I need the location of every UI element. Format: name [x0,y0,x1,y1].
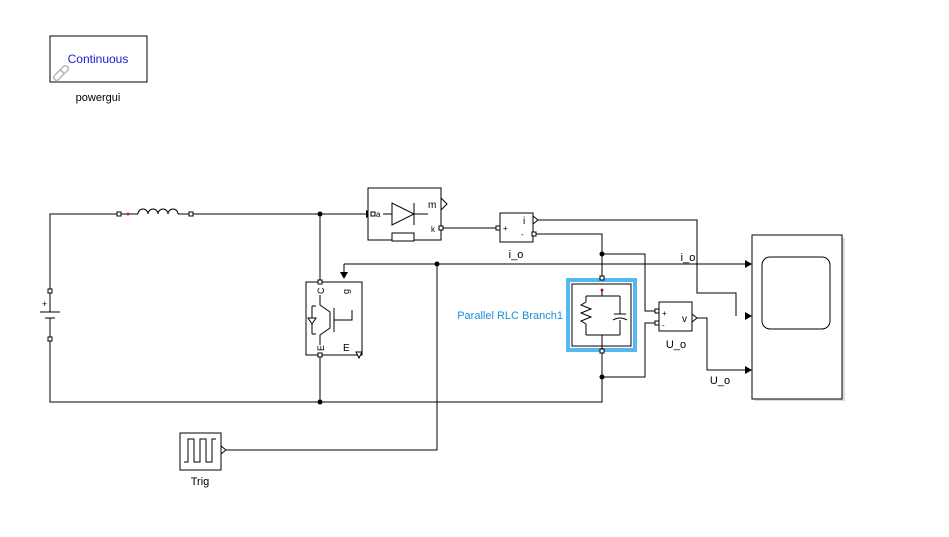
svg-text:+: + [662,309,667,318]
signal-label-uo: U_o [710,375,730,387]
battery-plus-sign: + [42,299,47,309]
pulse-generator-block[interactable] [179,432,227,471]
scope-block[interactable] [751,234,845,401]
diode-port-m: m [428,200,436,211]
inductor-block[interactable] [116,208,194,217]
igbt-port-e-right: E [343,343,350,354]
signal-label-io: i_o [681,252,696,264]
powergui-label: powergui [76,92,121,104]
powergui-mode-text: Continuous [68,52,129,66]
link-icon [52,64,70,82]
pulse-label: Trig [191,476,210,488]
igbt-port-g: g [341,289,351,294]
wires [49,213,745,451]
igbt-block[interactable]: C g E E [305,279,363,360]
battery-block[interactable]: + [40,288,60,342]
igbt-port-e-left: E [316,345,326,351]
voltage-meas-label: U_o [666,339,686,351]
current-measurement-block[interactable]: + - i [495,212,539,243]
diode-block[interactable]: m a k [367,187,448,242]
voltage-measurement-block[interactable]: + - v [654,301,698,332]
powergui-block[interactable]: Continuous [49,35,148,83]
voltage-meas-port-v: v [682,314,687,325]
svg-text:+: + [503,224,508,233]
current-meas-label: i_o [509,249,524,261]
current-meas-port-i: i [523,216,525,227]
diode-port-a: a [376,210,381,219]
svg-text:-: - [521,230,524,239]
igbt-port-c: C [316,287,326,294]
diode-port-k: k [431,225,436,234]
parallel-rlc-block[interactable] [566,275,637,354]
svg-text:-: - [662,321,665,330]
junction-dots [317,211,605,405]
rlc-label: Parallel RLC Branch1 [457,310,563,322]
